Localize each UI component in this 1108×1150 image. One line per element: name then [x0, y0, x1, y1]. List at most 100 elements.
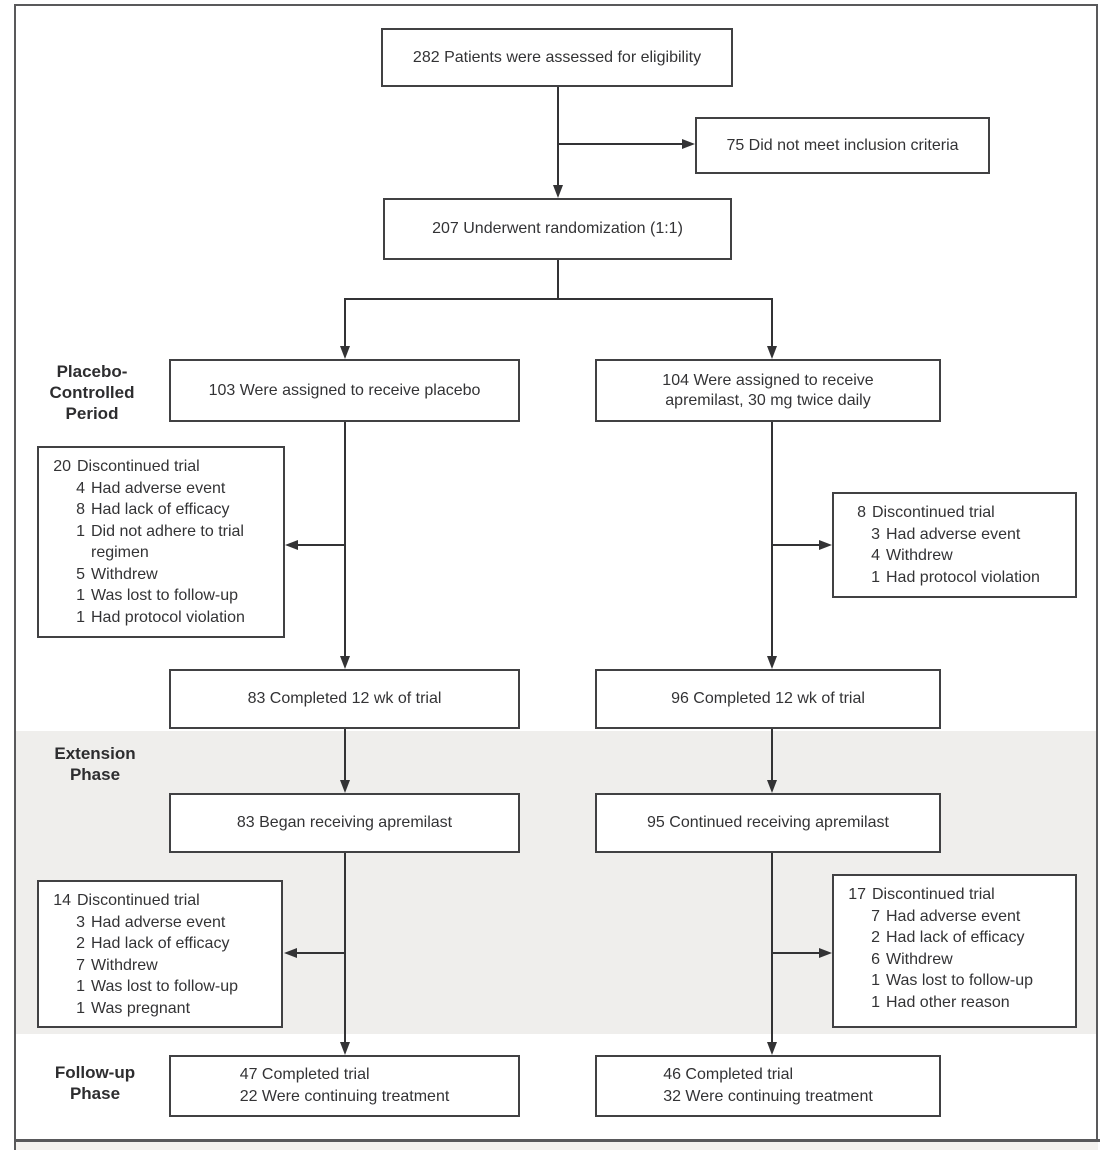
- final-apremilast-text: 46 Completed trial 32 Were continuing tr…: [663, 1066, 873, 1105]
- line-placebo-to-final: [344, 853, 346, 1043]
- disc-reason-row: 1 Had protocol violation: [51, 607, 279, 629]
- disc-reason-row: 2 Had lack of efficacy: [51, 933, 277, 955]
- disc-reason-row: 3 Had adverse event: [846, 524, 1071, 546]
- count: 17: [848, 886, 866, 903]
- disc-title-row: 14 Discontinued trial: [51, 890, 277, 912]
- reason-label: Had lack of efficacy: [886, 929, 1025, 946]
- reason-label: Had adverse event: [886, 907, 1021, 925]
- box-continued-apremilast: 95 Continued receiving apremilast: [595, 793, 941, 853]
- box-not-inclusion-criteria: 75 Did not meet inclusion criteria: [695, 117, 990, 174]
- reason-label: Had protocol violation: [886, 568, 1040, 586]
- arrowhead-placebo-final: [340, 1042, 350, 1055]
- disc-title-row: 20 Discontinued trial: [51, 456, 279, 478]
- line-apremilast-to-completed: [771, 422, 773, 658]
- arrowhead-randomization: [553, 185, 563, 198]
- disc-reason-row: 1 Was pregnant: [51, 998, 277, 1020]
- disc-reason-row: 3 Had adverse event: [51, 912, 277, 934]
- figure-frame: [14, 4, 1098, 1150]
- count: 1: [76, 608, 85, 626]
- box-final-placebo: 47 Completed trial 22 Were continuing tr…: [169, 1055, 520, 1117]
- disc-reason-row: 7 Withdrew: [51, 955, 277, 977]
- disc-reason-row: 7 Had adverse event: [846, 906, 1071, 928]
- box-began-apremilast: 83 Began receiving apremilast: [169, 793, 520, 853]
- reason-label: Had adverse event: [91, 913, 226, 931]
- line-placebo-to-completed: [344, 422, 346, 658]
- reason-label: Had protocol violation: [91, 608, 245, 626]
- line-apremilast-to-final: [771, 853, 773, 1043]
- disc-reason-row: 5 Withdrew: [51, 564, 279, 586]
- count: 5: [76, 565, 85, 583]
- disc-title-row: 8 Discontinued trial: [846, 502, 1071, 524]
- arrowhead-placebo-completed: [340, 656, 350, 669]
- reason-label: Had lack of efficacy: [91, 501, 230, 518]
- line-apremilast-discontinued-pc: [773, 544, 821, 546]
- reason-label: Discontinued trial: [77, 892, 200, 909]
- reason-label: Withdrew: [91, 956, 158, 974]
- line-apremilast-discontinued-ext: [773, 952, 821, 954]
- arrowhead-apremilast-discontinued-pc: [819, 540, 832, 550]
- reason-label: Discontinued trial: [77, 458, 200, 475]
- box-discontinued-placebo-ext: 14 Discontinued trial 3 Had adverse even…: [37, 880, 283, 1028]
- box-final-apremilast: 46 Completed trial 32 Were continuing tr…: [595, 1055, 941, 1117]
- arrowhead-apremilast-final: [767, 1042, 777, 1055]
- reason-label: Discontinued trial: [872, 504, 995, 521]
- reason-label: Was lost to follow-up: [91, 978, 239, 995]
- box-discontinued-apremilast-pc: 8 Discontinued trial 3 Had adverse event…: [832, 492, 1077, 598]
- reason-label: Had adverse event: [91, 479, 226, 497]
- box-completed-12wk-placebo: 83 Completed 12 wk of trial: [169, 669, 520, 729]
- reason-label: Had other reason: [886, 993, 1010, 1011]
- reason-label: Withdrew: [886, 950, 953, 968]
- caption-divider-line: [14, 1139, 1100, 1142]
- box-completed-12wk-apremilast: 96 Completed 12 wk of trial: [595, 669, 941, 729]
- caption-strip: [16, 1142, 1098, 1150]
- count: 1: [76, 587, 85, 604]
- disc-reason-row: 4 Had adverse event: [51, 478, 279, 500]
- disc-reason-row: 1 Was lost to follow-up: [846, 970, 1071, 992]
- arrowhead-placebo-arm: [340, 346, 350, 359]
- count: 1: [76, 999, 85, 1017]
- reason-label: Had adverse event: [886, 525, 1021, 543]
- reason-label: Was lost to follow-up: [91, 587, 239, 604]
- count: 4: [871, 547, 880, 564]
- box-discontinued-apremilast-ext: 17 Discontinued trial 7 Had adverse even…: [832, 874, 1077, 1028]
- arrowhead-apremilast-completed: [767, 656, 777, 669]
- disc-reason-row: 8 Had lack of efficacy: [51, 499, 279, 521]
- disc-reason-row: 1 Was lost to follow-up: [51, 585, 279, 607]
- reason-label: Withdrew: [91, 565, 158, 583]
- count: 3: [76, 913, 85, 931]
- count: 14: [53, 892, 71, 909]
- arrowhead-apremilast-extension: [767, 780, 777, 793]
- disc-title-row: 17 Discontinued trial: [846, 884, 1071, 906]
- box-discontinued-placebo-pc: 20 Discontinued trial 4 Had adverse even…: [37, 446, 285, 638]
- count: 20: [53, 458, 71, 475]
- disc-reason-row: 1 Had other reason: [846, 992, 1071, 1014]
- line-split: [344, 298, 773, 300]
- line-to-excluded: [558, 143, 685, 145]
- arrowhead-placebo-discontinued-ext: [284, 948, 297, 958]
- line-placebo-discontinued-ext: [296, 952, 344, 954]
- count: 8: [857, 504, 866, 521]
- count: 4: [76, 479, 85, 497]
- disc-reason-row: 4 Withdrew: [846, 545, 1071, 567]
- count: 8: [76, 501, 85, 518]
- reason-label: Was lost to follow-up: [886, 972, 1034, 989]
- reason-label: Did not adhere to trial regimen: [91, 522, 244, 562]
- line-to-placebo-arm: [344, 299, 346, 347]
- count: 7: [871, 907, 880, 925]
- box-assigned-placebo: 103 Were assigned to receive placebo: [169, 359, 520, 422]
- arrowhead-apremilast-arm: [767, 346, 777, 359]
- box-assigned-apremilast: 104 Were assigned to receive apremilast,…: [595, 359, 941, 422]
- phase-label-extension: Extension Phase: [54, 744, 136, 784]
- box-assessed-eligibility: 282 Patients were assessed for eligibili…: [381, 28, 733, 87]
- disc-reason-row: 2 Had lack of efficacy: [846, 927, 1071, 949]
- arrowhead-placebo-extension: [340, 780, 350, 793]
- arrowhead-placebo-discontinued-pc: [285, 540, 298, 550]
- line-eligibility-to-randomization: [557, 87, 559, 188]
- count: 2: [871, 929, 880, 946]
- disc-reason-row: 1 Was lost to follow-up: [51, 976, 277, 998]
- reason-label: Discontinued trial: [872, 886, 995, 903]
- line-apremilast-to-extension: [771, 729, 773, 781]
- line-placebo-discontinued-pc: [296, 544, 344, 546]
- line-to-apremilast-arm: [771, 299, 773, 347]
